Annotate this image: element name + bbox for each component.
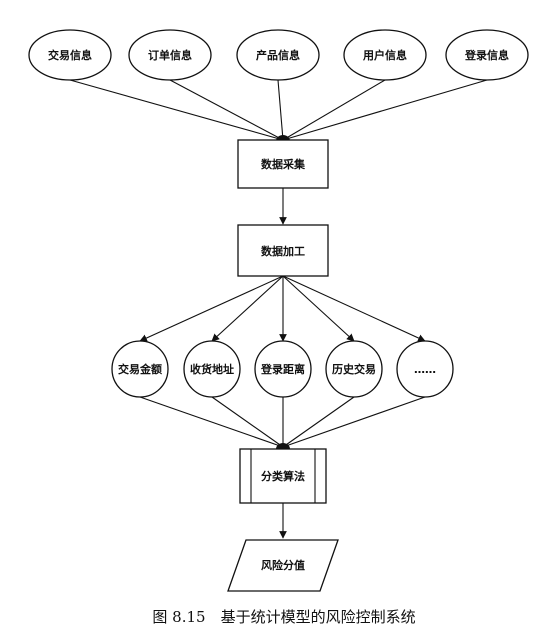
figure-caption: 图 8.15 基于统计模型的风险控制系统 [152,608,415,626]
feature-label-1: 交易金额 [118,362,162,376]
edge-source-3-to-collect [277,79,284,141]
edge-feature-5-to-algorithm [282,396,426,448]
source-node-4: 用户信息 [343,29,427,81]
source-label-2: 订单信息 [148,48,192,62]
feature-label-2: 收货地址 [190,362,234,376]
algorithm-label: 分类算法 [261,469,305,483]
source-node-2: 订单信息 [128,29,212,81]
source-node-5: 登录信息 [445,29,529,81]
edge-source-5-to-collect [282,79,488,141]
algorithm-junction-dot [276,443,290,449]
source-label-5: 登录信息 [464,48,509,62]
feature-node-5: …… [396,340,454,398]
feature-label-5: …… [414,363,436,376]
source-label-1: 交易信息 [48,48,92,62]
edge-source-4-to-collect [282,79,386,141]
feature-node-2: 收货地址 [183,340,241,398]
feature-node-3: 登录距离 [254,340,312,398]
source-node-1: 交易信息 [28,29,112,81]
edge-process-to-feature-4 [282,275,355,342]
feature-node-1: 交易金额 [111,340,169,398]
process-label: 数据加工 [261,244,305,258]
collect-node: 数据采集 [237,139,329,189]
source-label-4: 用户信息 [363,48,407,62]
feature-label-3: 登录距离 [260,362,305,376]
edge-process-to-feature-5 [282,275,426,342]
edge-feature-1-to-algorithm [139,396,284,448]
edge-feature-4-to-algorithm [282,396,355,448]
feature-label-4: 历史交易 [332,362,376,376]
feature-node-4: 历史交易 [325,340,383,398]
source-node-3: 产品信息 [236,29,320,81]
edge-feature-2-to-algorithm [211,396,284,448]
edge-process-to-feature-1 [139,275,284,342]
algorithm-node: 分类算法 [239,448,327,504]
connector-edges [69,79,488,539]
output-node: 风险分值 [227,539,339,592]
output-label: 风险分值 [261,558,305,572]
edge-source-1-to-collect [69,79,284,141]
source-label-3: 产品信息 [256,48,300,62]
edge-source-2-to-collect [169,79,284,141]
collect-label: 数据采集 [261,157,306,171]
process-node: 数据加工 [237,224,329,277]
edge-process-to-feature-2 [211,275,284,342]
